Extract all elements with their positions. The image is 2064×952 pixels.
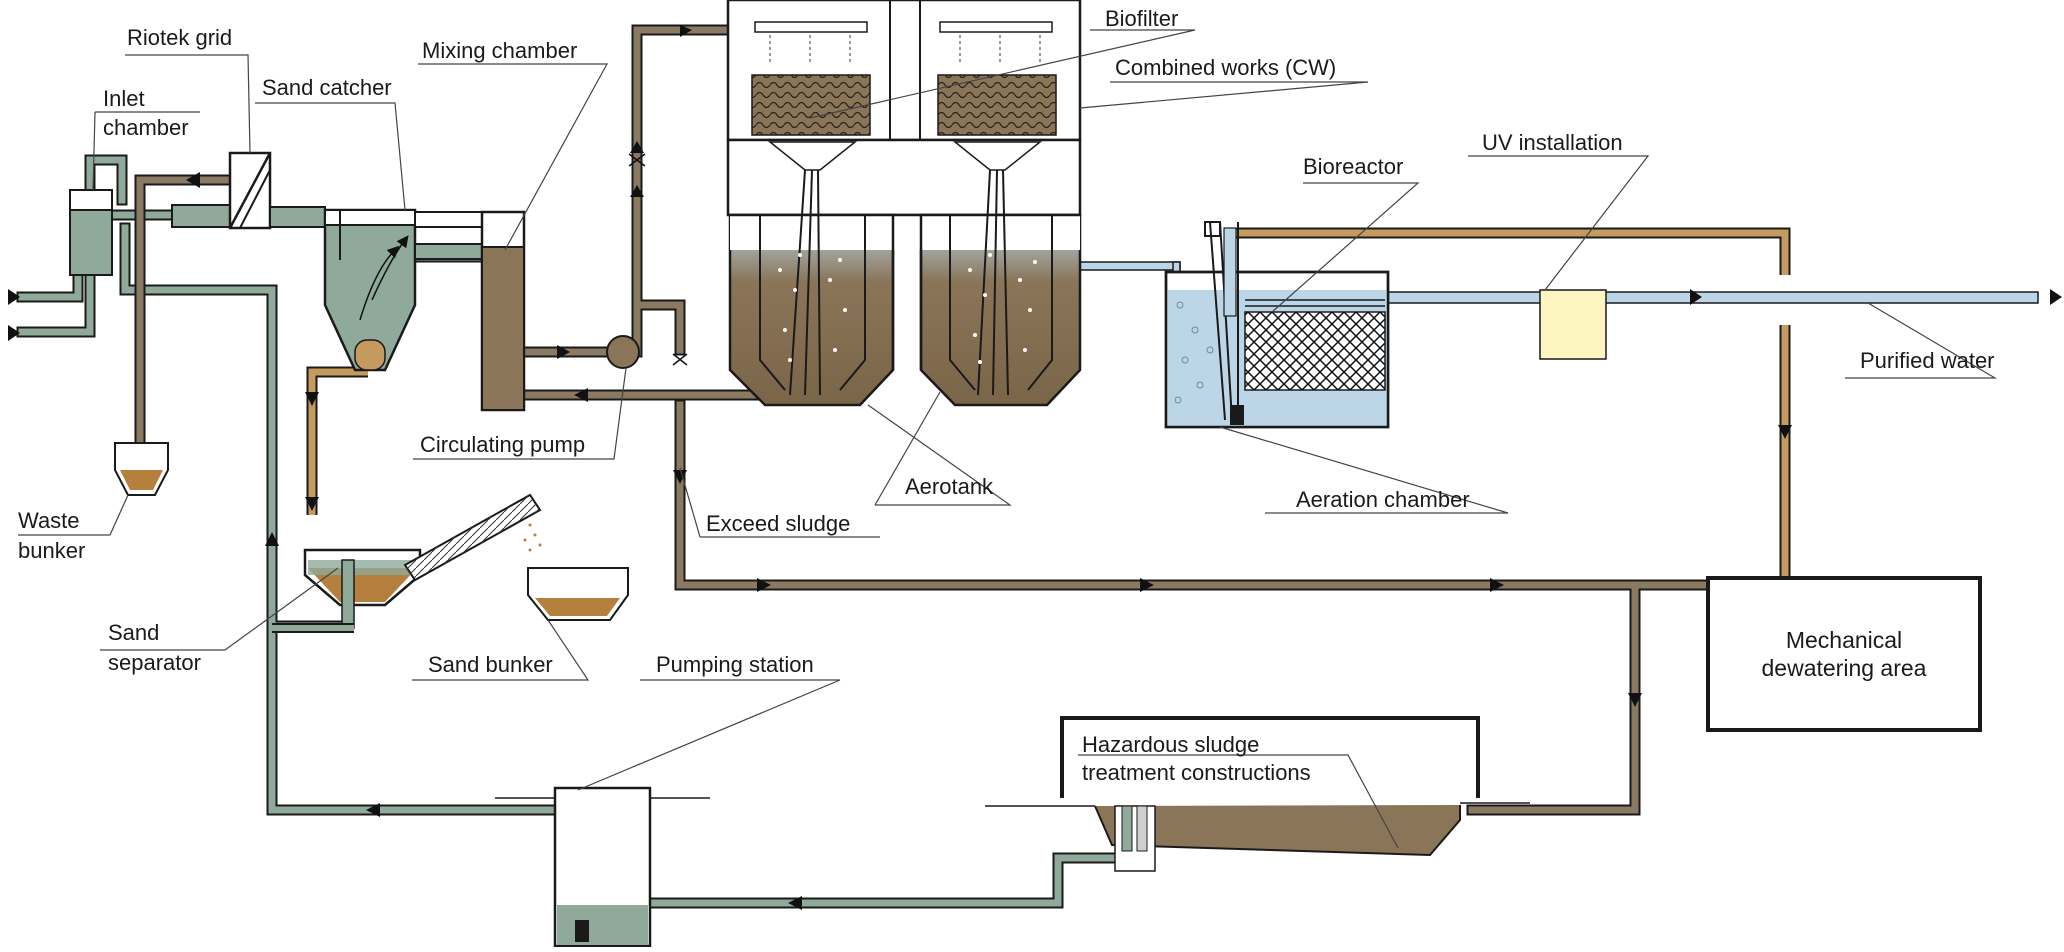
sand-bunker bbox=[527, 567, 629, 621]
label-sand-separator-1: Sand bbox=[108, 620, 159, 645]
sand-pipe bbox=[306, 227, 1791, 578]
mixing-chamber bbox=[480, 210, 526, 412]
label-inlet-chamber-2: chamber bbox=[103, 115, 189, 140]
riotek-grid bbox=[171, 151, 326, 230]
sand-separator bbox=[272, 493, 542, 633]
flow-arrows bbox=[265, 392, 1792, 910]
label-aeration-chamber: Aeration chamber bbox=[1296, 487, 1470, 512]
circulating-pump bbox=[557, 25, 692, 402]
sand-catcher bbox=[323, 208, 486, 372]
label-mechanical-2: dewatering area bbox=[1762, 655, 1927, 681]
label-aerotank: Aerotank bbox=[905, 474, 994, 499]
aerotank bbox=[728, 169, 1082, 407]
uv-installation bbox=[1539, 289, 1607, 360]
label-purified-water: Purified water bbox=[1860, 348, 1995, 373]
label-inlet-chamber-1: Inlet bbox=[103, 86, 145, 111]
waste-bunker bbox=[114, 442, 169, 496]
label-biofilter: Biofilter bbox=[1105, 6, 1178, 31]
label-mechanical-1: Mechanical bbox=[1786, 627, 1902, 653]
combined-works bbox=[726, 0, 1082, 217]
label-combined-works: Combined works (CW) bbox=[1115, 55, 1336, 80]
label-hazardous-2: treatment constructions bbox=[1082, 760, 1311, 785]
label-waste-bunker-1: Waste bbox=[18, 508, 80, 533]
hazardous-sludge bbox=[985, 716, 1530, 872]
label-pumping-station: Pumping station bbox=[656, 652, 814, 677]
label-exceed-sludge: Exceed sludge bbox=[706, 511, 850, 536]
leader-lines bbox=[18, 29, 1998, 849]
label-riotek-grid: Riotek grid bbox=[127, 25, 232, 50]
label-bioreactor: Bioreactor bbox=[1303, 154, 1403, 179]
label-waste-bunker-2: bunker bbox=[18, 538, 85, 563]
label-sand-catcher: Sand catcher bbox=[262, 75, 392, 100]
pumping-station bbox=[495, 786, 710, 948]
inlet-arrow-1 bbox=[8, 289, 20, 305]
label-sand-bunker: Sand bunker bbox=[428, 652, 553, 677]
outlet-arrow bbox=[2050, 289, 2062, 305]
label-sand-separator-2: separator bbox=[108, 650, 201, 675]
inlet-arrow-2 bbox=[8, 325, 20, 341]
label-uv-installation: UV installation bbox=[1482, 130, 1623, 155]
inlet-chamber bbox=[69, 189, 113, 276]
label-circulating-pump: Circulating pump bbox=[420, 432, 585, 457]
label-hazardous-1: Hazardous sludge bbox=[1082, 732, 1259, 757]
bioreactor bbox=[1164, 221, 1702, 429]
label-mixing-chamber: Mixing chamber bbox=[422, 38, 577, 63]
mechanical-dewatering-area bbox=[1706, 576, 1982, 732]
labels: Riotek grid Inlet chamber Sand catcher M… bbox=[18, 6, 1995, 785]
